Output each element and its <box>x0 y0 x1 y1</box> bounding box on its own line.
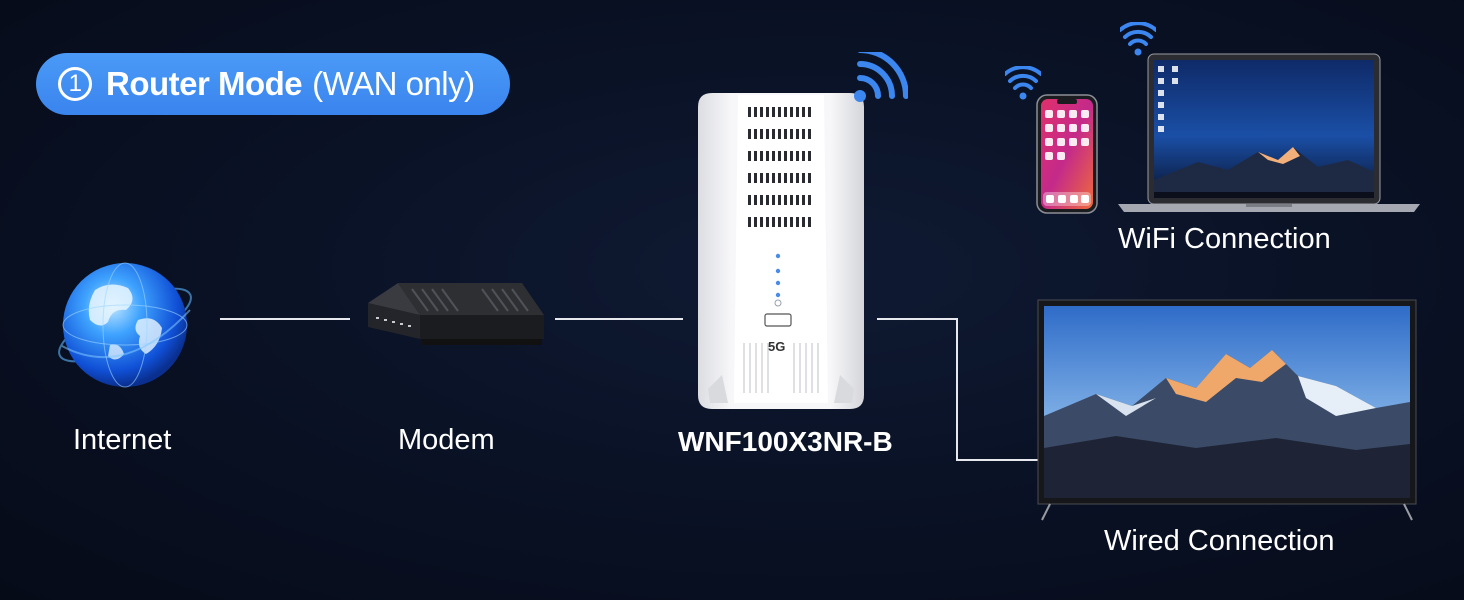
tv-device <box>1037 299 1417 521</box>
modem-device <box>368 283 544 345</box>
line-internet-modem <box>220 318 350 320</box>
mode-subtitle: (WAN only) <box>312 65 475 102</box>
smartphone-device <box>1036 94 1098 214</box>
wifi-signal-icon <box>1005 66 1041 100</box>
line-router-tv <box>877 318 1040 461</box>
wifi-connection-label: WiFi Connection <box>1118 223 1331 255</box>
wifi-signal-icon <box>854 52 908 102</box>
internet-label: Internet <box>73 424 172 456</box>
mode-title: Router Mode <box>106 65 303 102</box>
globe-icon <box>58 262 192 388</box>
wifi-signal-icon <box>1120 22 1156 56</box>
router-badge: 5G <box>768 339 785 354</box>
router-label: WNF100X3NR-B <box>678 426 893 457</box>
router-device: 5G <box>698 93 864 409</box>
step-number: 1 <box>58 67 92 101</box>
laptop-device <box>1118 53 1420 212</box>
wired-connection-label: Wired Connection <box>1104 525 1335 557</box>
mode-badge: 1 Router Mode (WAN only) <box>36 53 510 115</box>
line-modem-router <box>555 318 683 320</box>
modem-label: Modem <box>398 424 495 456</box>
